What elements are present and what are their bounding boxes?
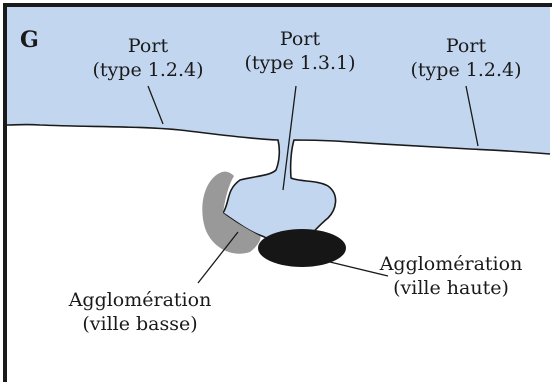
town-sub: (ville haute) [393, 277, 509, 299]
town-name: Agglomération [379, 253, 523, 275]
leader-port-center [282, 85, 297, 191]
frame [3, 3, 552, 382]
port-label-left: Port (type 1.2.4) [48, 34, 248, 82]
sea-area [7, 7, 550, 247]
lower-town-label: Agglomération (ville basse) [40, 288, 240, 336]
port-type: (type 1.2.4) [92, 59, 204, 81]
upper-town-label: Agglomération (ville haute) [356, 252, 546, 300]
leader-upper-town [329, 261, 389, 277]
leader-port-left [147, 85, 164, 125]
lower-town-area [202, 171, 261, 254]
town-name: Agglomération [68, 289, 212, 311]
town-sub: (ville basse) [82, 313, 198, 335]
port-type: (type 1.2.4) [410, 59, 522, 81]
panel-letter: G [20, 27, 39, 53]
port-name: Port [445, 35, 487, 57]
upper-town-area [258, 229, 346, 267]
port-type: (type 1.3.1) [244, 52, 356, 74]
port-label-center: Port (type 1.3.1) [200, 27, 400, 75]
port-label-right: Port (type 1.2.4) [386, 34, 546, 82]
port-name: Port [279, 28, 321, 50]
leader-port-right [465, 85, 479, 147]
leader-lower-town [197, 231, 239, 284]
port-name: Port [127, 35, 169, 57]
